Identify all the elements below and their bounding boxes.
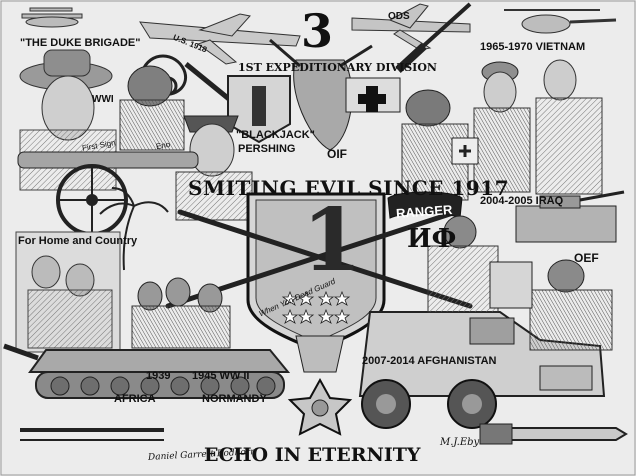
expeditionary-division-label: 1ST EXPEDITIONARY DIVISION: [238, 61, 437, 74]
sword-drawing: [395, 2, 472, 73]
oif-soldier-drawing: [401, 89, 479, 201]
afghanistan-label: 2007-2014 AFGHANISTAN: [362, 355, 497, 367]
fighter-plane-drawing: [139, 13, 301, 65]
africa-label: AFRICA: [114, 393, 156, 405]
bradley-vehicle-drawing: [515, 190, 625, 243]
greek-letters-label: ИФ: [407, 224, 457, 254]
oif-label: OIF: [327, 147, 347, 161]
shield-numeral: 1: [302, 190, 362, 291]
normandy-label: NORMANDY: [202, 393, 267, 405]
artwork-title: ECHO IN ETERNITY: [204, 444, 421, 466]
third-division-numeral: 3: [301, 4, 334, 58]
gas-mask-soldier-drawing: [119, 65, 185, 151]
artillery-cannon-drawing: [17, 151, 199, 236]
blackjack-label: "BLACKJACK": [236, 129, 315, 141]
wwi-label: WWI: [92, 94, 114, 105]
ww2-soldiers-drawing: [131, 277, 231, 349]
mrap-vehicle-drawing: [358, 311, 606, 429]
pershing-portrait-drawing: [175, 115, 253, 221]
second-signature: M.J.Eby: [440, 437, 480, 448]
ods-label: ODS: [388, 11, 410, 22]
medal-of-honor-drawing: [287, 335, 353, 436]
vietnam-label: 1965-1970 VIETNAM: [480, 41, 586, 53]
sherman-tank-drawing: [3, 343, 291, 399]
year-1939-label: 1939: [146, 370, 171, 382]
biplane-drawing: [21, 7, 83, 28]
home-country-label: For Home and Country: [18, 235, 138, 247]
oef-label: OEF: [574, 251, 599, 265]
expeditionary-patch-drawing: [227, 75, 291, 144]
iraq-label: 2004-2005 IRAQ: [480, 195, 564, 207]
motto-banner: SMITING EVIL SINCE 1917: [188, 176, 510, 200]
vietnam-soldiers-drawing: [473, 59, 603, 195]
duke-brigade-label: "THE DUKE BRIGADE": [20, 37, 141, 49]
iron-cross-flag-drawing: [345, 77, 401, 113]
home-country-panel-drawing: [15, 231, 121, 353]
bottom-bayonet-drawing: [479, 423, 628, 445]
ranger-tab-label: RANGER: [395, 202, 453, 221]
helicopter-drawing: [504, 9, 617, 34]
palm-tree-drawing: [99, 187, 169, 271]
victory-statue-drawing: [269, 38, 373, 151]
pershing-label: PERSHING: [238, 143, 296, 155]
year-1945-label: 1945 WW II: [192, 370, 250, 382]
bottom-rifle-drawing: [20, 428, 164, 441]
oef-soldiers-drawing: [427, 215, 613, 351]
division-shield-emblem: [246, 192, 386, 352]
